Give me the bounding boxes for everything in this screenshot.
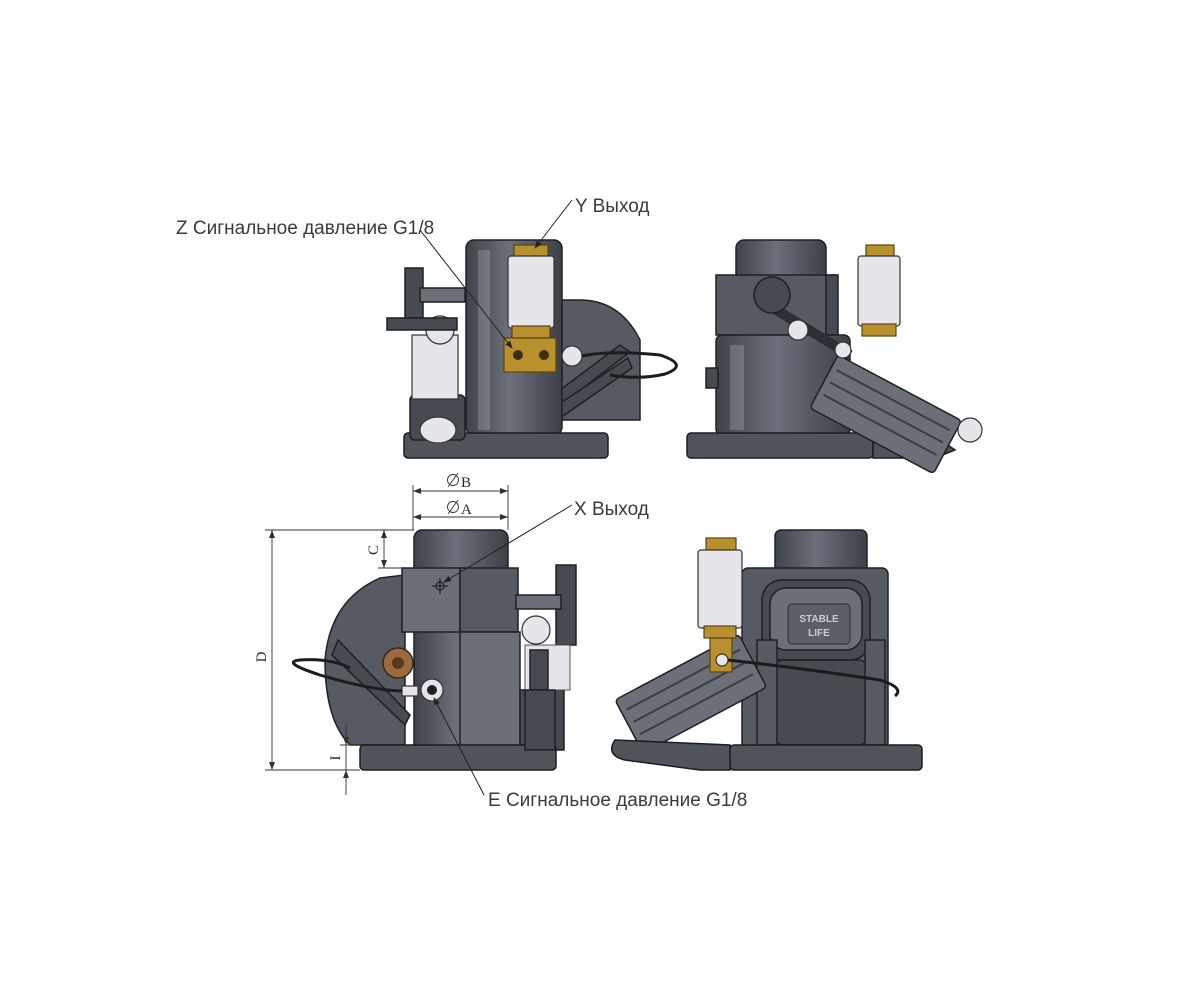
annotations: Y Выход Z Сигнальное давление G1/8 X Вых… — [176, 196, 747, 811]
view-bottom-right: STABLE LIFE — [610, 529, 923, 771]
dim-i: I — [328, 756, 344, 761]
stable-life-plate: STABLE LIFE — [787, 603, 851, 645]
view-top-right — [686, 239, 983, 474]
leader-y — [534, 199, 573, 249]
plate-line2: LIFE — [808, 628, 830, 639]
dim-d: D — [254, 651, 270, 662]
label-x-outlet: X Выход — [574, 499, 649, 520]
label-e-signal: E Сигнальное давление G1/8 — [488, 790, 747, 811]
svg-text:A: A — [461, 502, 472, 518]
leader-e — [433, 697, 485, 796]
dim-c: C — [366, 545, 382, 555]
plate-line1: STABLE — [799, 614, 839, 625]
dim-phi-a: A — [447, 499, 472, 518]
dim-phi-b: B — [447, 472, 471, 491]
leader-z — [419, 229, 513, 349]
leader-x — [443, 504, 573, 583]
svg-text:B: B — [461, 475, 471, 491]
label-y-outlet: Y Выход — [575, 196, 649, 217]
view-bottom-left — [291, 529, 577, 771]
label-z-signal: Z Сигнальное давление G1/8 — [176, 218, 434, 239]
view-top-left — [386, 239, 678, 459]
dimension-lines: B A D C I — [254, 472, 509, 795]
